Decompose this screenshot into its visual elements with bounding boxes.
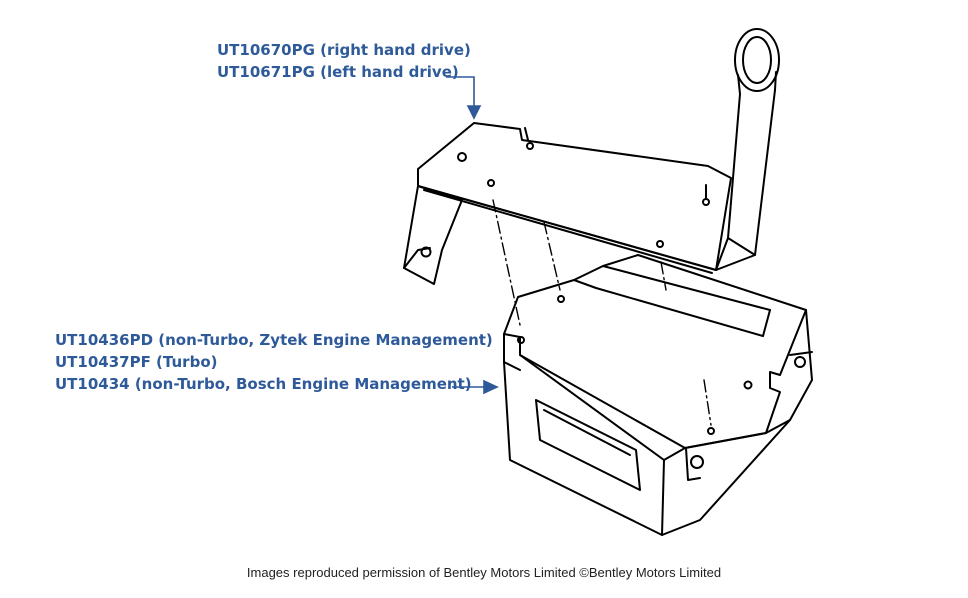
copyright-credit: Images reproduced permission of Bentley … (246, 565, 722, 580)
label-ecu-turbo: UT10437PF (Turbo) (55, 353, 218, 371)
label-ecu-zytek: UT10436PD (non-Turbo, Zytek Engine Manag… (55, 331, 493, 349)
label-bracket-rhd: UT10670PG (right hand drive) (217, 41, 471, 59)
ecu-part-labels: UT10436PD (non-Turbo, Zytek Engine Manag… (55, 329, 493, 395)
bracket-arrowhead (466, 105, 482, 120)
mounting-bracket (403, 28, 780, 285)
bracket-callout-arrow (446, 76, 475, 109)
label-ecu-bosch: UT10434 (non-Turbo, Bosch Engine Managem… (55, 375, 472, 393)
callout-arrows (446, 76, 499, 395)
ecu-housing (503, 254, 813, 536)
bracket-part-labels: UT10670PG (right hand drive) UT10671PG (… (217, 39, 471, 83)
ecu-arrowhead (483, 379, 499, 395)
label-bracket-lhd: UT10671PG (left hand drive) (217, 63, 459, 81)
line-art (403, 28, 813, 536)
